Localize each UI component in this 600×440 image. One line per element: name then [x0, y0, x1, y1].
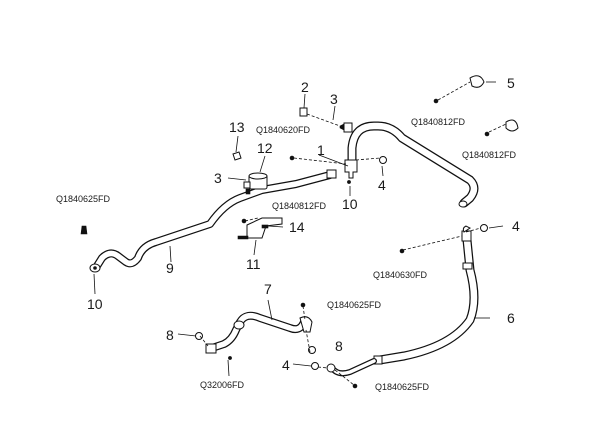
hose-6-ferrule-top: [462, 262, 473, 270]
callout-numbers: 2 3 1 13 12 3 4 10 14 11 9 10 5 4 6 7 8 …: [87, 75, 520, 373]
valve-block-side-port: [243, 181, 251, 189]
hose-3-end-cap: [458, 200, 468, 208]
hose-3-clamp: [343, 122, 353, 133]
hose-9-end-port: [93, 266, 97, 270]
pn-q1840812fd-top: Q1840812FD: [411, 117, 466, 127]
pn-q1840630fd: Q1840630FD: [373, 270, 428, 280]
part-number-labels: Q1840620FD Q1840812FD Q1840812FD Q184081…: [56, 117, 517, 392]
bracket-11-foot: [237, 235, 249, 240]
callout-13: 13: [229, 119, 245, 135]
hose-3-clamp-bolt: [339, 123, 345, 131]
hose-7-right-fitting: [299, 316, 313, 333]
bracket-14: [261, 224, 269, 229]
callout-1: 1: [317, 142, 325, 158]
pn-q1840625fd-center: Q1840625FD: [327, 300, 382, 310]
part-4-o-ring-right: [480, 224, 488, 232]
hose-assembly-9: [89, 169, 337, 273]
callout-12: 12: [257, 140, 273, 156]
callout-7: 7: [264, 281, 272, 297]
part-5-cap-right: [505, 119, 519, 132]
assembly-dash-lines: [199, 81, 507, 386]
leader-lines: [93, 81, 504, 377]
valve-block-top: [248, 172, 268, 180]
hose-6-top-elbow: [462, 225, 471, 233]
part-2-cap: [299, 107, 308, 117]
callout-9: 9: [166, 260, 174, 276]
callout-3-left: 3: [214, 170, 222, 186]
bolt-q1840812fd-top: [433, 98, 439, 104]
callout-4-top: 4: [378, 177, 386, 193]
valve-block-sensor: [245, 188, 251, 195]
part-5-cap-top: [469, 75, 485, 88]
hose-9-right-clamp: [326, 169, 337, 179]
hose-7-left-bolt: [228, 356, 232, 360]
callout-4-bottom: 4: [282, 357, 290, 373]
hose-3-bracket: [344, 159, 358, 179]
hose-assembly-6: [326, 225, 479, 377]
callout-10-top: 10: [342, 196, 358, 212]
pn-q32006fd: Q32006FD: [200, 380, 245, 390]
callout-2: 2: [301, 79, 309, 95]
pn-q1840620fd: Q1840620FD: [256, 125, 311, 135]
pn-q1840812fd-right: Q1840812FD: [462, 150, 517, 160]
part-13-cap: [232, 151, 242, 161]
callout-6: 6: [507, 310, 515, 326]
callout-8-right: 8: [335, 338, 343, 354]
hose-7-mid-ferrule: [233, 320, 245, 330]
pn-q1840625fd-left: Q1840625FD: [56, 194, 111, 204]
callout-14: 14: [289, 219, 305, 235]
callout-8-left: 8: [166, 327, 174, 343]
hose-3-bracket-bolt: [347, 180, 351, 184]
bracket-assembly-11: [237, 217, 283, 240]
hose-6-bottom-fitting: [326, 363, 336, 373]
hose-assembly-7: [205, 311, 313, 360]
bolt-q1840625fd-left: [80, 225, 88, 235]
pn-q1840812fd-mid: Q1840812FD: [272, 201, 327, 211]
valve-block-12: [243, 172, 268, 195]
hose-assembly-3: [339, 121, 479, 208]
bolt-q1840812fd-right: [484, 131, 490, 137]
bolt-q1840620fd: [289, 155, 295, 161]
hose-7-left-fitting: [205, 343, 217, 354]
callout-10-left: 10: [87, 296, 103, 312]
callout-5: 5: [507, 75, 515, 91]
hose-6-top-fitting: [461, 230, 472, 242]
callout-11: 11: [246, 256, 261, 272]
part-4-o-ring-top: [379, 156, 387, 164]
bolt-q1840625fd-bottom: [352, 383, 358, 389]
small-parts: [80, 75, 519, 389]
callout-3-top: 3: [330, 91, 338, 107]
callout-4-right: 4: [512, 218, 520, 234]
pn-q1840625fd-bottom: Q1840625FD: [375, 382, 430, 392]
part-4-o-ring-bottom: [311, 362, 319, 370]
